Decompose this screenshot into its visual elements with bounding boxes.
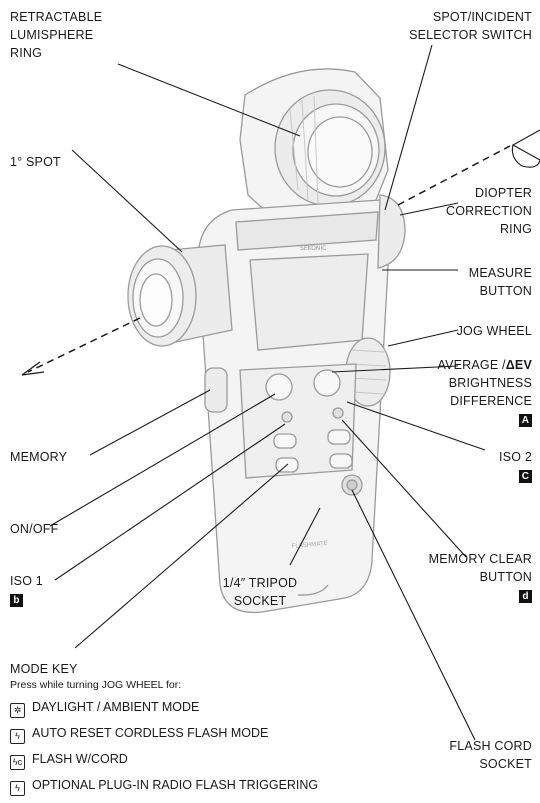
label-mode-key: MODE KEY xyxy=(10,662,78,676)
leader-average xyxy=(331,365,459,373)
leader-memclear xyxy=(341,419,467,558)
leader-iso2 xyxy=(346,401,486,451)
leader-mode xyxy=(74,463,289,649)
label-onoff: ON/OFF xyxy=(10,522,59,536)
mode-item-radio-flash: ϟ OPTIONAL PLUG-IN RADIO FLASH TRIGGERING xyxy=(10,776,318,796)
daylight-ambient-icon: ✲ xyxy=(10,703,25,718)
cordless-flash-icon: ϟ xyxy=(10,729,25,744)
label-iso2: ISO 2 C xyxy=(499,448,532,484)
badge-d: d xyxy=(519,590,532,603)
label-average-line1: AVERAGE / xyxy=(437,358,506,372)
label-iso2-text: ISO 2 xyxy=(499,450,532,464)
leader-memory xyxy=(89,389,211,456)
mode-item-label: OPTIONAL PLUG-IN RADIO FLASH TRIGGERING xyxy=(32,778,319,792)
label-iso1: ISO 1 b xyxy=(10,572,43,608)
eye-icon xyxy=(511,129,540,168)
label-selector-switch: SPOT/INCIDENT SELECTOR SWITCH xyxy=(409,10,532,42)
badge-c: C xyxy=(519,470,532,483)
memclear-button-shape xyxy=(329,453,353,469)
leader-onoff xyxy=(49,393,276,527)
iso2-button-shape xyxy=(327,429,351,445)
label-average: AVERAGE /ΔEV BRIGHTNESS DIFFERENCE A xyxy=(437,356,532,428)
label-measure: MEASURE BUTTON xyxy=(468,266,532,298)
mode-item-daylight: ✲ DAYLIGHT / AMBIENT MODE xyxy=(10,698,199,718)
mode-item-label: FLASH W/CORD xyxy=(32,752,128,766)
light-meter-illustration: SEKONIC FLASHMATE xyxy=(127,68,406,614)
leader-iso1 xyxy=(54,423,286,581)
label-memory: MEMORY xyxy=(10,450,68,464)
leader-lumisphere xyxy=(117,63,301,137)
leader-diopter xyxy=(399,202,459,216)
svg-text:SEKONIC: SEKONIC xyxy=(300,245,326,252)
label-memclear-text: MEMORY CLEAR BUTTON xyxy=(428,552,532,584)
label-iso1-text: ISO 1 xyxy=(10,574,43,588)
mode-item-cordless-flash: ϟ AUTO RESET CORDLESS FLASH MODE xyxy=(10,724,268,744)
diopter-ring-shape xyxy=(377,194,406,269)
average-button-shape xyxy=(313,369,341,397)
label-jog-wheel: JOG WHEEL xyxy=(456,324,532,338)
leader-selector xyxy=(384,44,433,211)
badge-a: A xyxy=(519,414,532,427)
mode-item-flash-cord: ϟc FLASH W/CORD xyxy=(10,750,128,770)
label-lumisphere: RETRACTABLE LUMISPHERE RING xyxy=(10,10,103,60)
lumisphere-lens xyxy=(307,116,373,188)
label-average-rest: BRIGHTNESS DIFFERENCE xyxy=(448,376,532,408)
mode-item-label: AUTO RESET CORDLESS FLASH MODE xyxy=(32,726,269,740)
display-window xyxy=(249,253,369,351)
label-mode-key-sub: Press while turning JOG WHEEL for: xyxy=(10,679,182,691)
onoff-button-shape xyxy=(265,373,293,401)
svg-text:FLASHMATE: FLASHMATE xyxy=(292,540,328,550)
delta-ev-symbol: ΔEV xyxy=(505,358,532,372)
label-flash-cord: FLASH CORD SOCKET xyxy=(449,739,532,771)
mode-item-label: DAYLIGHT / AMBIENT MODE xyxy=(32,700,200,714)
light-direction-arrows xyxy=(21,145,511,376)
leader-tripod xyxy=(289,507,321,566)
memory-side-button xyxy=(204,367,228,413)
label-memory-clear: MEMORY CLEAR BUTTON d xyxy=(429,550,532,604)
label-spot: 1° SPOT xyxy=(10,155,61,169)
label-diopter: DIOPTER CORRECTION RING xyxy=(445,186,532,236)
leader-jog xyxy=(387,329,459,347)
leader-flashcord xyxy=(351,489,476,741)
badge-b: b xyxy=(10,594,23,607)
flash-cord-icon: ϟc xyxy=(10,755,25,770)
radio-flash-icon: ϟ xyxy=(10,781,25,796)
label-tripod: 1/4″ TRIPOD SOCKET xyxy=(222,576,298,608)
leader-spot xyxy=(71,149,183,253)
iso1-button-shape xyxy=(273,433,297,449)
leader-lines xyxy=(49,44,486,741)
